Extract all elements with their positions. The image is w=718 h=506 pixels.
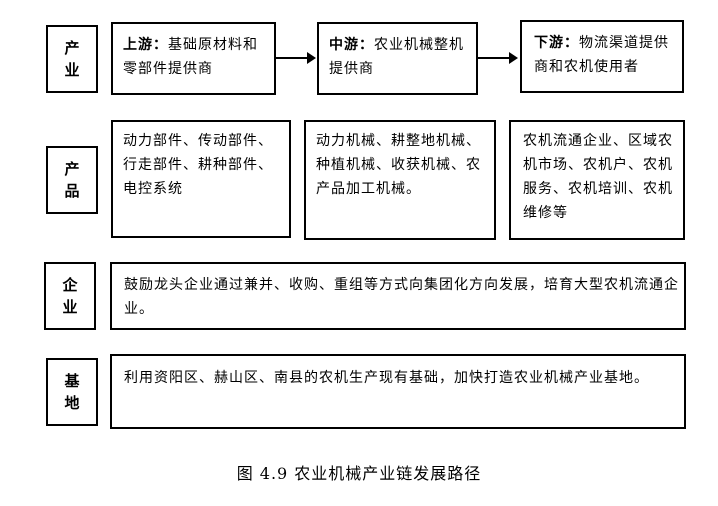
upstream-heading: 上游：	[123, 37, 168, 53]
figure-caption: 图 4.9 农业机械产业链发展路径	[236, 464, 482, 483]
enterprise-box: 鼓励龙头企业通过兼并、收购、重组等方式向集团化方向发展，培育大型农机流通企业。	[110, 262, 686, 330]
product-midstream-text: 动力机械、耕整地机械、种植机械、收获机械、农产品加工机械。	[316, 133, 481, 197]
row-label-product-text: 产品	[64, 160, 80, 200]
downstream-heading: 下游：	[534, 35, 579, 51]
midstream-text: 农业机械整机提供商	[329, 37, 464, 77]
arrow-midstream-to-downstream	[478, 52, 518, 64]
base-text: 利用资阳区、赫山区、南县的农机生产现有基础，加快打造农业机械产业基地。	[124, 370, 649, 386]
product-upstream-text: 动力部件、传动部件、行走部件、耕种部件、电控系统	[123, 133, 273, 197]
upstream-text: 基础原材料和零部件提供商	[123, 37, 258, 77]
midstream-heading: 中游：	[329, 37, 374, 53]
product-upstream-box: 动力部件、传动部件、行走部件、耕种部件、电控系统	[111, 120, 291, 238]
row-label-enterprise-text: 企业	[62, 276, 78, 316]
row-label-product: 产品	[46, 146, 98, 214]
product-downstream-text: 农机流通企业、区域农机市场、农机户、农机服务、农机培训、农机维修等	[523, 133, 673, 221]
enterprise-text: 鼓励龙头企业通过兼并、收购、重组等方式向集团化方向发展，培育大型农机流通企业。	[124, 277, 679, 317]
upstream-box: 上游：基础原材料和零部件提供商	[111, 22, 276, 95]
base-box: 利用资阳区、赫山区、南县的农机生产现有基础，加快打造农业机械产业基地。	[110, 354, 686, 429]
downstream-text: 物流渠道提供商和农机使用者	[534, 35, 669, 75]
product-midstream-box: 动力机械、耕整地机械、种植机械、收获机械、农产品加工机械。	[304, 120, 496, 240]
row-label-base-text: 基地	[64, 372, 80, 412]
product-downstream-box: 农机流通企业、区域农机市场、农机户、农机服务、农机培训、农机维修等	[509, 120, 685, 240]
midstream-box: 中游：农业机械整机提供商	[317, 22, 478, 95]
row-label-base: 基地	[46, 358, 98, 426]
arrow-upstream-to-midstream	[276, 52, 316, 64]
downstream-box: 下游：物流渠道提供商和农机使用者	[520, 20, 684, 93]
row-label-industry-text: 产业	[64, 39, 80, 79]
row-label-enterprise: 企业	[44, 262, 96, 330]
row-label-industry: 产业	[46, 25, 98, 93]
